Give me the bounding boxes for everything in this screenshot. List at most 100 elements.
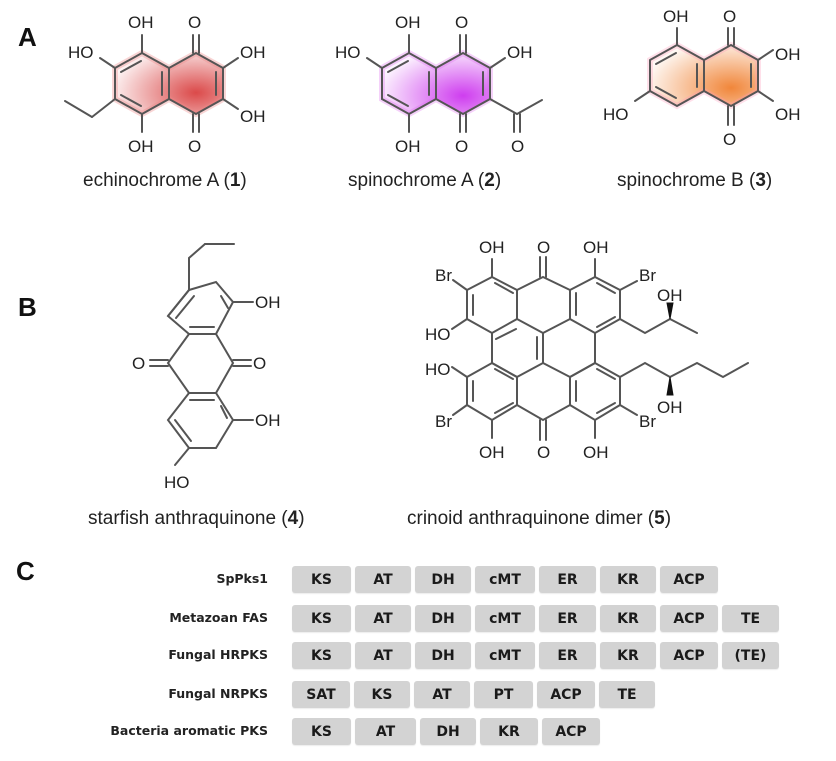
o-label: O [253, 354, 266, 373]
panel-label-c: C [16, 556, 35, 586]
oh-label: OH [775, 105, 801, 124]
panel-label-b: B [18, 292, 37, 322]
domain-box: cMT [475, 566, 535, 593]
compound-name: crinoid anthraquinone dimer ( [407, 508, 655, 529]
caption-spinochrome-b: spinochrome B (3) [617, 170, 772, 192]
o-label: O [511, 137, 524, 156]
ho-label: HO [335, 43, 361, 62]
compound-number: 2 [484, 170, 495, 191]
domain-box: ER [539, 642, 596, 669]
starfish-anthraquinone-structure: OH O O OH HO [132, 243, 281, 492]
row-label: Fungal HRPKS [168, 647, 268, 662]
paren: ) [664, 508, 672, 529]
oh-label: OH [255, 293, 281, 312]
domain-box: ACP [660, 566, 718, 593]
domain-box: SAT [292, 681, 350, 708]
o-label: O [455, 13, 468, 32]
domain-box: KR [600, 642, 656, 669]
oh-label: OH [583, 443, 609, 462]
domain-box: DH [415, 605, 471, 632]
oh-label: OH [395, 137, 421, 156]
ho-label: HO [164, 473, 190, 492]
domain-box: ACP [660, 605, 718, 632]
domain-box: TE [599, 681, 655, 708]
domain-box: DH [415, 642, 471, 669]
echinochrome-a-structure: OH O HO OH OH OH O [64, 13, 266, 156]
ho-label: HO [603, 105, 629, 124]
oh-label: OH [395, 13, 421, 32]
br-label: Br [435, 266, 452, 285]
paren: ) [298, 508, 305, 529]
oh-label: OH [775, 45, 801, 64]
oh-label: OH [657, 286, 683, 305]
br-label: Br [639, 266, 656, 285]
compound-name: echinochrome A ( [83, 170, 230, 191]
oh-label: OH [663, 7, 689, 26]
domain-box: KS [292, 642, 351, 669]
paren: ) [240, 170, 247, 191]
panel-label-a: A [18, 22, 37, 52]
paren: ) [765, 170, 773, 191]
o-label: O [537, 443, 550, 462]
o-label: O [723, 7, 736, 26]
domain-box: cMT [475, 642, 535, 669]
oh-label: OH [128, 137, 154, 156]
row-label: Bacteria aromatic PKS [110, 723, 268, 738]
ho-label: HO [425, 360, 451, 379]
o-label: O [132, 354, 145, 373]
paren: ) [494, 170, 502, 191]
o-label: O [723, 130, 736, 149]
domain-box: KS [354, 681, 410, 708]
domain-box: ACP [542, 718, 600, 745]
o-label: O [537, 238, 550, 257]
domain-box: AT [355, 718, 416, 745]
domain-box: TE [722, 605, 779, 632]
caption-crinoid-anthraquinone-dimer: crinoid anthraquinone dimer (5) [407, 508, 671, 530]
compound-name: starfish anthraquinone ( [88, 508, 288, 529]
spinochrome-b-structure: OH O OH OH HO O [603, 7, 801, 149]
o-label: O [188, 13, 201, 32]
row-label: Metazoan FAS [169, 610, 268, 625]
compound-number: 4 [287, 508, 299, 529]
oh-label: OH [240, 43, 266, 62]
caption-echinochrome-a: echinochrome A (1) [83, 170, 247, 192]
domain-box: KS [292, 718, 351, 745]
o-label: O [188, 137, 201, 156]
domain-box: ER [539, 566, 596, 593]
oh-label: OH [255, 411, 281, 430]
domain-box: DH [420, 718, 476, 745]
oh-label: OH [583, 238, 609, 257]
br-label: Br [435, 412, 452, 431]
row-label: SpPks1 [216, 571, 268, 586]
oh-label: OH [479, 238, 505, 257]
br-label: Br [639, 412, 656, 431]
caption-starfish-anthraquinone: starfish anthraquinone (4) [88, 508, 305, 530]
domain-box: AT [355, 566, 411, 593]
domain-box: ACP [537, 681, 595, 708]
compound-number: 3 [755, 170, 766, 191]
compound-name: spinochrome B ( [617, 170, 756, 191]
compound-name: spinochrome A ( [348, 170, 485, 191]
oh-label: OH [240, 107, 266, 126]
domain-box: (TE) [722, 642, 779, 669]
domain-box: DH [415, 566, 471, 593]
caption-spinochrome-a: spinochrome A (2) [348, 170, 501, 192]
oh-label: OH [507, 43, 533, 62]
domain-box: KR [600, 566, 656, 593]
compound-number: 1 [229, 170, 241, 191]
domain-box: cMT [475, 605, 535, 632]
oh-label: OH [657, 398, 683, 417]
domain-box: ER [539, 605, 596, 632]
ho-label: HO [425, 325, 451, 344]
domain-box: KR [480, 718, 538, 745]
domain-box: PT [474, 681, 533, 708]
domain-box: AT [355, 605, 411, 632]
crinoid-anthraquinone-dimer-structure: OH O OH Br Br OH HO HO Br Br OH OH O OH [425, 238, 749, 462]
domain-box: ACP [660, 642, 718, 669]
oh-label: OH [479, 443, 505, 462]
domain-box: AT [414, 681, 470, 708]
domain-box: KS [292, 605, 351, 632]
domain-box: AT [355, 642, 411, 669]
spinochrome-a-structure: OH O HO OH OH O O [335, 13, 543, 156]
row-label: Fungal NRPKS [168, 686, 268, 701]
